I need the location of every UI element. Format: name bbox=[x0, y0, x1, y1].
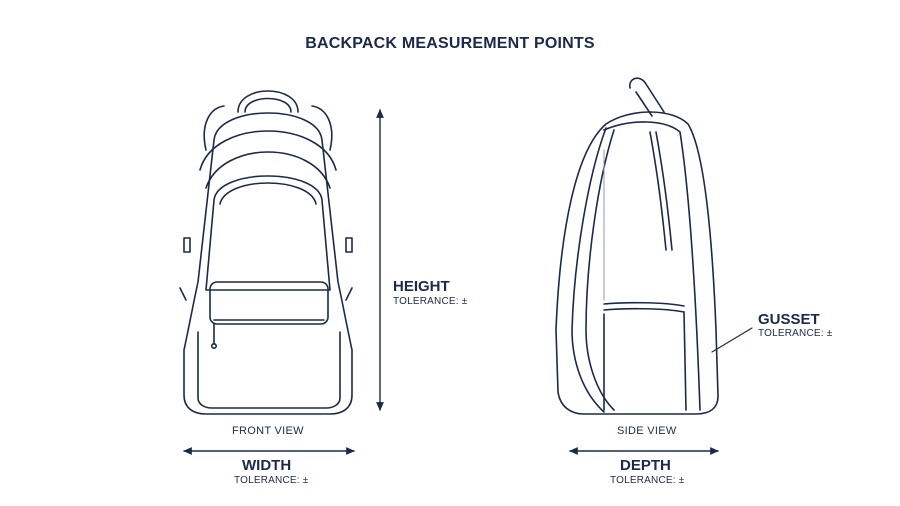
width-tolerance: TOLERANCE: ± bbox=[234, 475, 309, 486]
gusset-leader bbox=[711, 327, 753, 353]
depth-tolerance: TOLERANCE: ± bbox=[610, 475, 685, 486]
width-label: WIDTH bbox=[242, 457, 292, 474]
side-view-label: SIDE VIEW bbox=[617, 425, 677, 437]
gusset-label: GUSSET bbox=[758, 311, 820, 328]
side-view-backpack bbox=[555, 77, 719, 415]
gusset-tolerance: TOLERANCE: ± bbox=[758, 328, 833, 339]
front-view-label: FRONT VIEW bbox=[232, 425, 304, 437]
height-tolerance: TOLERANCE: ± bbox=[393, 296, 468, 307]
front-view-backpack bbox=[179, 90, 353, 415]
height-label: HEIGHT bbox=[393, 278, 450, 295]
depth-label: DEPTH bbox=[620, 457, 671, 474]
diagram-title: BACKPACK MEASUREMENT POINTS bbox=[305, 35, 595, 52]
